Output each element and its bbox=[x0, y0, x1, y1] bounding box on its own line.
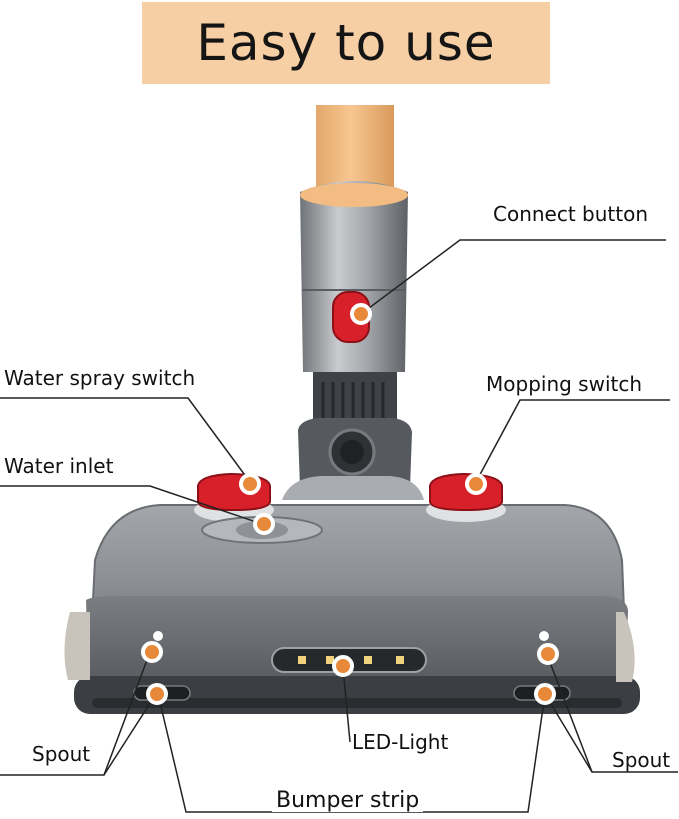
metal-neck bbox=[300, 181, 408, 372]
connect-button-leader bbox=[360, 239, 666, 315]
water-inlet-leader bbox=[0, 485, 263, 525]
label-mopping-switch: Mopping switch bbox=[486, 372, 643, 396]
label-spout-left: Spout bbox=[32, 742, 91, 766]
marker-mopping-switch bbox=[465, 473, 487, 495]
marker-spout-left-top bbox=[141, 641, 163, 663]
marker-led bbox=[332, 655, 354, 677]
marker-connect-button bbox=[350, 303, 372, 325]
label-water-inlet: Water inlet bbox=[4, 454, 114, 478]
mopping-switch-graphic bbox=[429, 472, 503, 512]
banner-title: Easy to use bbox=[196, 14, 496, 72]
marker-water-spray bbox=[239, 473, 261, 495]
marker-water-inlet bbox=[253, 513, 275, 535]
marker-spout-left-bottom bbox=[146, 683, 168, 705]
label-water-spray-switch: Water spray switch bbox=[4, 366, 196, 390]
marker-spout-right-bottom bbox=[534, 683, 556, 705]
led-light-leader bbox=[342, 667, 351, 743]
mopping-switch-leader bbox=[475, 399, 670, 483]
mop-head-front bbox=[86, 596, 628, 690]
bumper-strip-leader bbox=[157, 693, 546, 813]
label-connect-button: Connect button bbox=[493, 202, 649, 226]
water-spray-leader bbox=[0, 397, 251, 483]
label-bumper-strip: Bumper strip bbox=[272, 790, 424, 812]
label-spout-right: Spout bbox=[612, 748, 671, 772]
label-led-light: LED-Light bbox=[352, 730, 449, 754]
title-banner: Easy to use bbox=[142, 2, 550, 84]
marker-spout-right-top bbox=[537, 643, 559, 665]
